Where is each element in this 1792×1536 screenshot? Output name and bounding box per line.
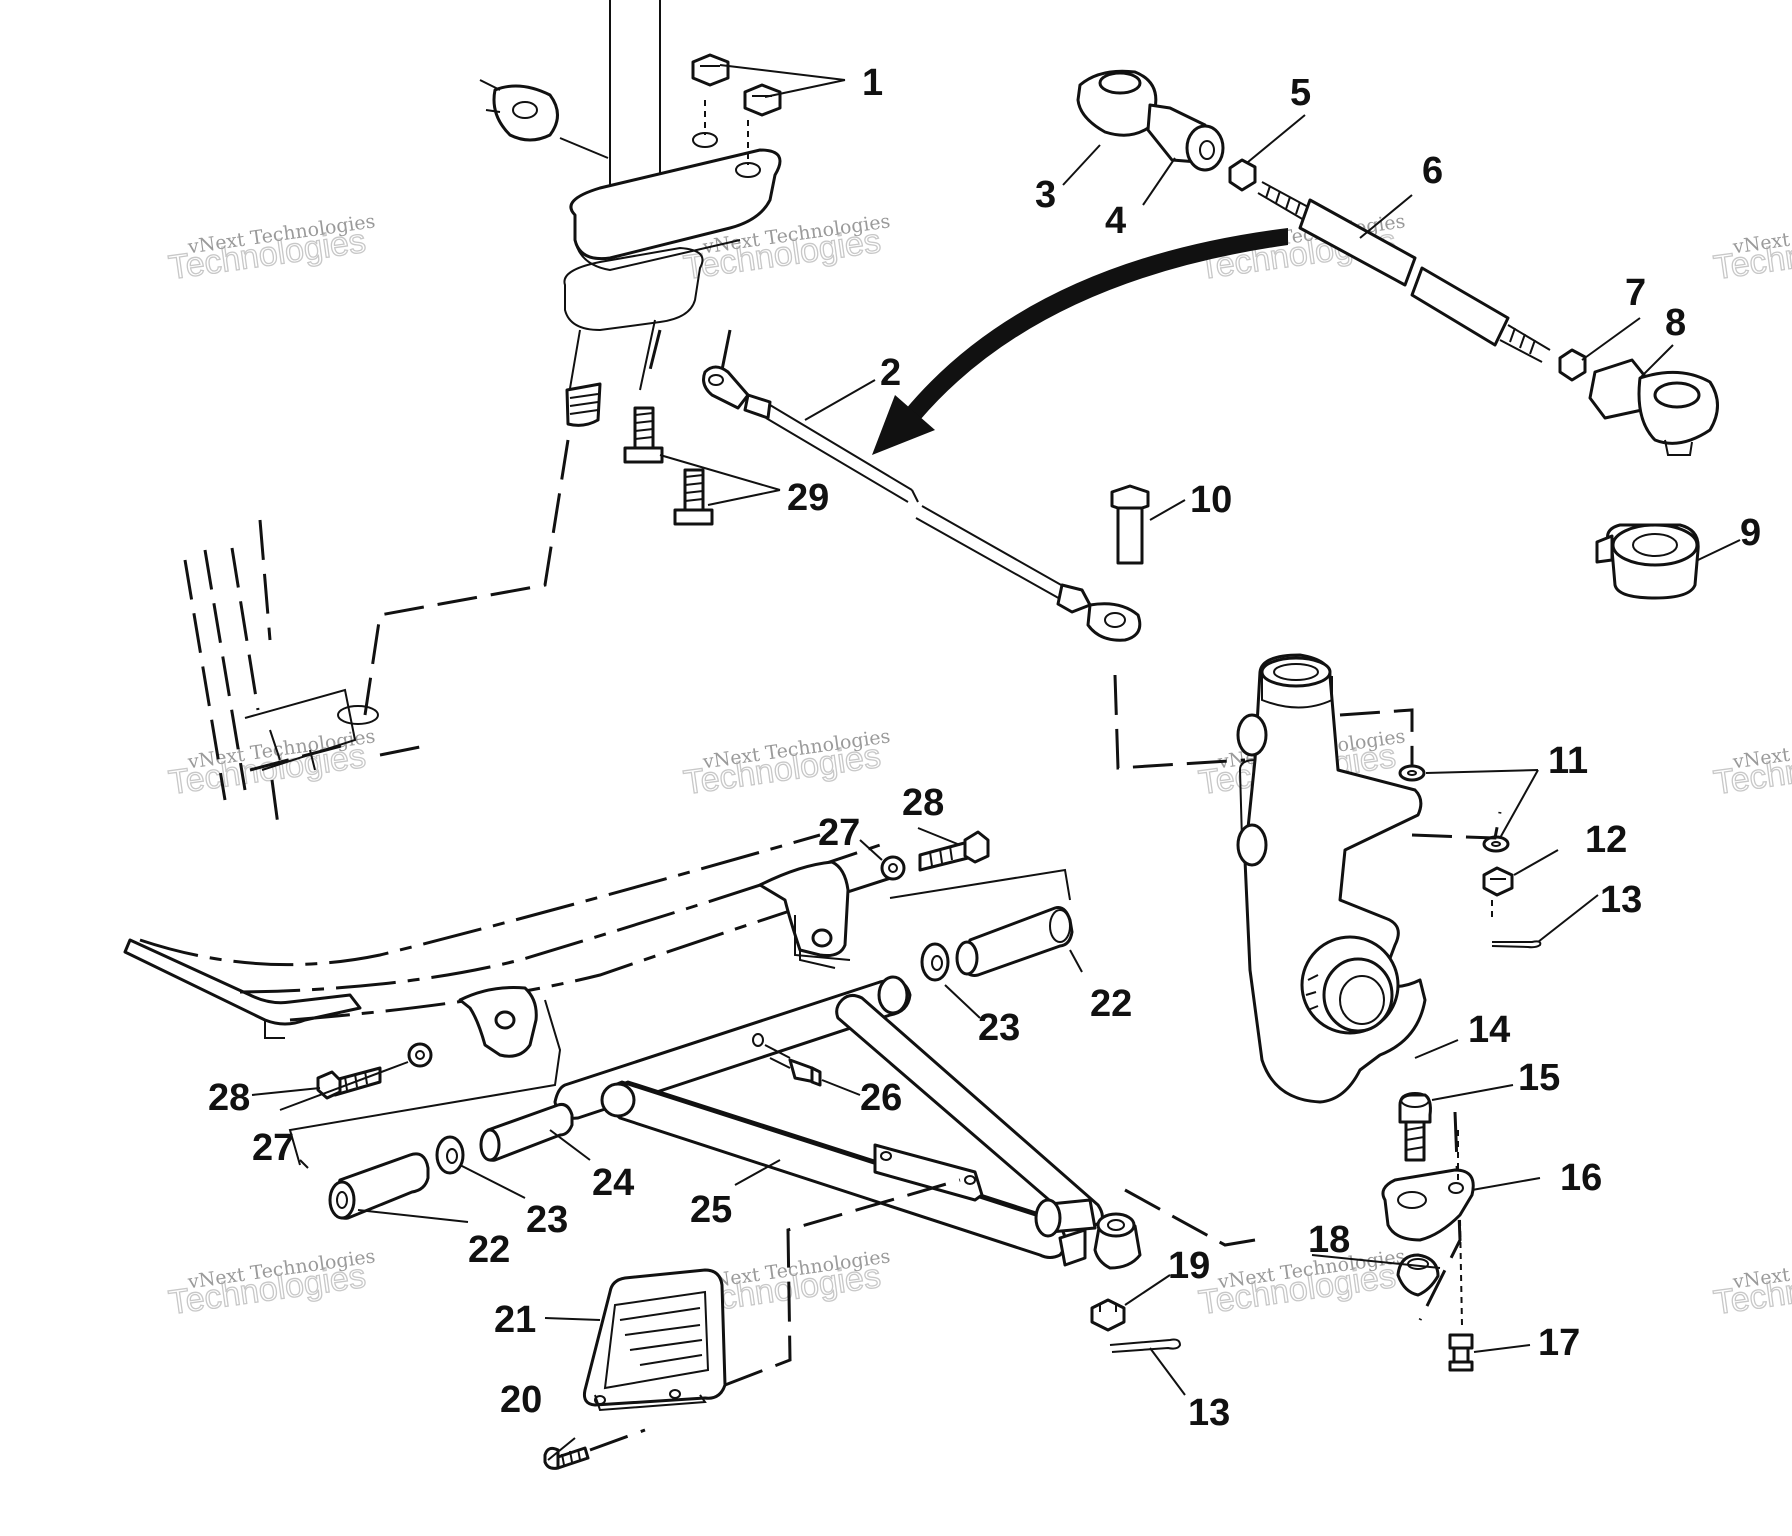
callout-12: 12 xyxy=(1585,819,1627,861)
castle-nut-pin-lower xyxy=(1090,1298,1182,1353)
callout-7: 7 xyxy=(1625,272,1646,314)
callout-5: 5 xyxy=(1290,72,1311,114)
svg-text:vNext Technologies: vNext Technologies xyxy=(1731,1245,1792,1293)
callout-20: 20 xyxy=(500,1379,542,1421)
callout-19: 19 xyxy=(1168,1245,1210,1287)
svg-text:vNext Technologies: vNext Technologies xyxy=(1731,725,1792,773)
callout-13-lower: 13 xyxy=(1188,1392,1230,1434)
watermark: Technologies vNext Technologies xyxy=(1711,210,1792,288)
ball-joint-parts xyxy=(1381,1092,1475,1372)
direction-arrow xyxy=(872,228,1288,455)
svg-text:vNext Technologies: vNext Technologies xyxy=(1731,210,1792,258)
watermark: Technologies vNext Technologies xyxy=(1711,725,1792,803)
bolt xyxy=(1110,484,1150,565)
callout-22-upper: 22 xyxy=(1090,983,1132,1025)
callout-25: 25 xyxy=(690,1189,732,1231)
hex-nuts xyxy=(691,53,782,117)
callout-2: 2 xyxy=(880,352,901,394)
callout-3: 3 xyxy=(1035,174,1056,216)
bushing xyxy=(1595,523,1700,600)
callout-6: 6 xyxy=(1422,150,1443,192)
callout-14: 14 xyxy=(1468,1009,1510,1051)
callout-18: 18 xyxy=(1308,1219,1350,1261)
callout-15: 15 xyxy=(1518,1057,1560,1099)
callout-11: 11 xyxy=(1548,740,1588,782)
callout-1: 1 xyxy=(862,62,883,104)
callout-26: 26 xyxy=(860,1077,902,1119)
callout-24: 24 xyxy=(592,1162,634,1204)
callout-13-upper: 13 xyxy=(1600,879,1642,921)
callout-22-lower: 22 xyxy=(468,1229,510,1271)
callout-27-lower: 27 xyxy=(252,1127,294,1169)
callout-23-upper: 23 xyxy=(978,1007,1020,1049)
leader-lines xyxy=(251,64,1741,1461)
mount-bolts xyxy=(623,406,714,526)
watermark: Technologies vNext Technologies xyxy=(1711,1245,1792,1323)
spindle-knuckle xyxy=(1236,653,1427,1104)
watermark: Technologies vNext Technologies xyxy=(166,210,377,288)
callout-28-lower: 28 xyxy=(208,1077,250,1119)
callout-17: 17 xyxy=(1538,1322,1580,1364)
washers-nut-pin-upper xyxy=(1398,764,1542,949)
callout-16: 16 xyxy=(1560,1157,1602,1199)
skid-plate xyxy=(543,1178,961,1470)
callout-10: 10 xyxy=(1190,479,1232,521)
frame-upper-left xyxy=(183,519,431,826)
a-arm xyxy=(553,975,1256,1270)
frame-lower-rails xyxy=(123,833,1071,1169)
callout-29: 29 xyxy=(787,477,829,519)
callout-28-upper: 28 xyxy=(902,782,944,824)
callout-9: 9 xyxy=(1740,512,1761,554)
watermark: Technologies vNext Technologies xyxy=(681,725,892,803)
watermark: Technologies vNext Technologies xyxy=(1196,1245,1407,1323)
callout-4: 4 xyxy=(1105,200,1126,242)
callout-27-upper: 27 xyxy=(818,812,860,854)
rod-end-assembly xyxy=(1076,69,1719,456)
watermark: Technologies vNext Technologies xyxy=(166,1245,377,1323)
assembly-lines-right xyxy=(1113,674,1502,1321)
callout-21: 21 xyxy=(494,1299,536,1341)
callout-23-lower: 23 xyxy=(526,1199,568,1241)
callout-8: 8 xyxy=(1665,302,1686,344)
callout-numbers: 1 2 3 4 5 6 7 8 9 10 11 12 13 13 14 15 1… xyxy=(208,62,1761,1434)
steering-column xyxy=(363,0,782,716)
tie-rod xyxy=(702,365,1142,642)
pivot-shafts xyxy=(328,906,1074,1220)
